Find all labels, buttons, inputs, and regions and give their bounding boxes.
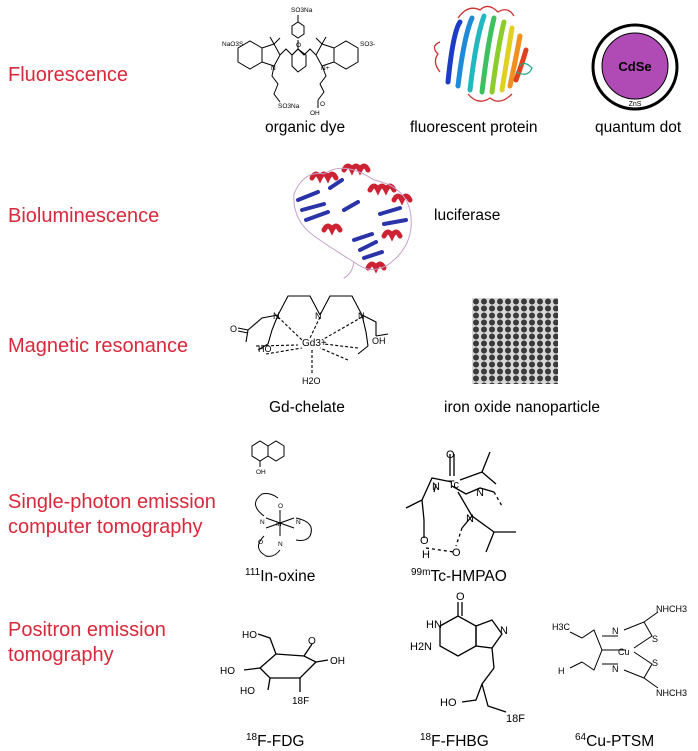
fdg-f18: 18F	[292, 696, 309, 707]
oxine-oh: OH	[256, 469, 266, 476]
caption-tc-hmpao: 99mTc-HMPAO	[411, 567, 507, 586]
fhbg-hn: HN	[426, 619, 442, 631]
gd-n1: N	[273, 311, 280, 321]
fhbg-o: O	[456, 591, 465, 603]
cu-n-bottom: N	[612, 664, 619, 674]
qdot-shell-label: ZnS	[629, 101, 642, 108]
caption-fhbg: 18F-FHBG	[420, 732, 489, 751]
fdg-oh: OH	[330, 656, 345, 667]
oxine-in: In	[276, 521, 282, 528]
oxine-n-bottom: N	[278, 541, 283, 548]
organic-dye-structure: SO3Na NaO3S SO3- O N N+ SO3Na O OH	[222, 7, 375, 116]
label-pet: Positron emission tomography	[8, 619, 166, 666]
iron-oxide-nanoparticle-image	[472, 298, 558, 384]
label-spect: Single-photon emission computer tomograp…	[8, 491, 216, 538]
gd-h2o: H2O	[302, 376, 321, 386]
cu-h: H	[558, 666, 565, 676]
fdg-ho-bottom: HO	[240, 686, 255, 697]
in-oxine-structure: OH In O N N O N	[251, 440, 312, 557]
fhbg-h2n: H2N	[410, 641, 432, 653]
caption-in-oxine: 111In-oxine	[245, 567, 316, 586]
cu-nhch3-bottom: NHCH3	[656, 688, 687, 698]
cu-ptsm-structure: H3C H Cu N N S S NHCH3 NHCH3	[552, 604, 687, 698]
fdg-ho-top: HO	[242, 630, 257, 641]
gd-oh: OH	[372, 336, 386, 346]
fhbg-f18: 18F	[506, 713, 525, 725]
gd-ho: HO	[258, 344, 272, 354]
cu-n-top: N	[612, 626, 619, 636]
dye-o-ether: O	[296, 42, 301, 49]
dye-so3-minus: SO3-	[360, 41, 375, 48]
gd-ion: Gd3+	[302, 338, 327, 349]
tc-o-left: O	[420, 535, 429, 547]
cu-s-bottom: S	[652, 658, 658, 668]
oxine-n-right: N	[296, 519, 301, 526]
dye-naso3: NaO3S	[222, 41, 244, 48]
tc-hmpao-structure: Tc O N N N O H O	[405, 449, 516, 560]
fhbg-n: N	[500, 625, 508, 637]
tc-o-bottom: O	[452, 547, 461, 559]
caption-fdg: 18F-FDG	[246, 732, 305, 751]
dye-so3na-top: SO3Na	[291, 7, 313, 14]
cu-nhch3-top: NHCH3	[656, 604, 687, 614]
cu-s-top: S	[652, 634, 658, 644]
caption-organic-dye: organic dye	[265, 119, 346, 136]
tc-atom: Tc	[448, 479, 460, 491]
tc-n-right: N	[476, 487, 484, 499]
caption-gd-chelate: Gd-chelate	[269, 399, 345, 416]
quantum-dot-diagram: CdSe ZnS	[591, 23, 679, 111]
caption-cu-ptsm: 64Cu-PTSM	[575, 732, 655, 751]
fdg-o: O	[308, 636, 316, 647]
label-bioluminescence: Bioluminescence	[8, 205, 160, 227]
luciferase-structure	[293, 163, 413, 279]
gd-n2: N	[315, 311, 322, 321]
tc-n-lower: N	[466, 513, 474, 525]
label-fluorescence: Fluorescence	[8, 64, 129, 86]
dye-so3na-bottom: SO3Na	[278, 103, 300, 110]
dye-n: N	[271, 65, 276, 72]
fdg-structure: HO HO HO O OH 18F	[220, 630, 345, 707]
caption-luciferase: luciferase	[434, 207, 501, 224]
dye-oh: OH	[310, 110, 320, 116]
dye-o: O	[320, 101, 325, 108]
fdg-ho-left: HO	[220, 666, 235, 677]
label-magnetic-resonance: Magnetic resonance	[8, 335, 189, 357]
caption-iron-oxide: iron oxide nanoparticle	[444, 399, 600, 416]
tc-n-left: N	[432, 481, 440, 493]
gd-o: O	[230, 324, 237, 334]
caption-quantum-dot: quantum dot	[595, 119, 682, 136]
oxine-o-top: O	[278, 503, 283, 510]
cu-h3c: H3C	[552, 622, 571, 632]
oxine-o-bottom: O	[258, 539, 263, 546]
qdot-core-label: CdSe	[618, 59, 651, 74]
fhbg-structure: O HN H2N N HO 18F	[410, 591, 525, 725]
caption-fluorescent-protein: fluorescent protein	[410, 119, 538, 136]
tc-h: H	[422, 549, 430, 560]
fhbg-ho: HO	[440, 697, 457, 709]
gd-n3: N	[358, 311, 365, 321]
dye-n-plus: N+	[321, 65, 330, 72]
oxine-n-left: N	[260, 519, 265, 526]
cu-atom: Cu	[618, 647, 630, 657]
fluorescent-protein-structure	[433, 5, 533, 102]
gd-chelate-structure: N N N Gd3+ HO OH H2O O	[230, 295, 389, 386]
tc-o-top: O	[446, 449, 455, 461]
